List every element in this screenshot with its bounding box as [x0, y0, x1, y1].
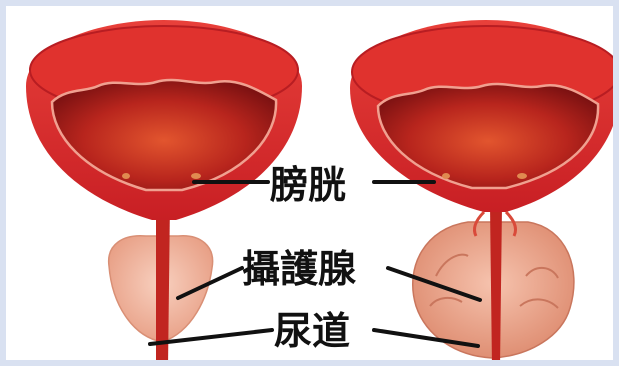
- prostate-label: 攝護腺: [242, 250, 356, 288]
- urethra-label: 尿道: [274, 312, 350, 350]
- enlarged-urethra-shape: [490, 206, 502, 366]
- bladder-label: 膀胱: [270, 166, 346, 204]
- enlarged-bladder-group: [350, 20, 619, 366]
- normal-bladder-group: [26, 20, 302, 366]
